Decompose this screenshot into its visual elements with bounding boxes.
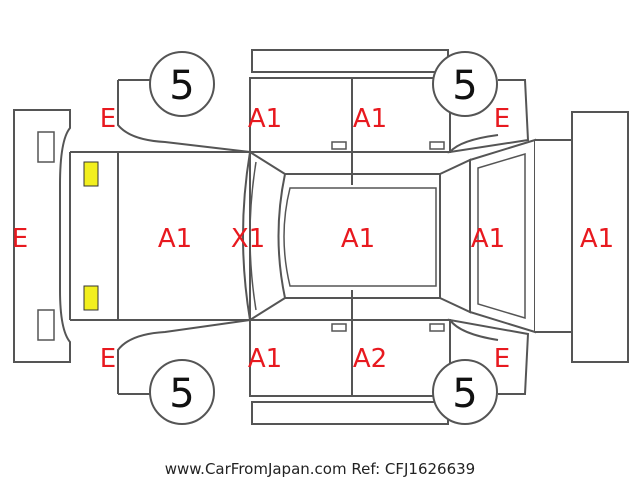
front-lamp-bottom	[83, 285, 99, 311]
top-door-handle-rear	[429, 141, 445, 150]
front-lamp-top	[83, 161, 99, 187]
code-rear-bumper: A1	[580, 224, 614, 254]
rear-bumper-panel	[571, 111, 629, 363]
rear-bumper-outline	[535, 139, 573, 333]
wheel-front-bottom-number: 5	[169, 371, 194, 417]
wheel-rear-bottom: 5	[432, 359, 498, 425]
code-front-door-bottom: A1	[248, 344, 282, 374]
bottom-running-board	[251, 401, 449, 425]
code-front-door-top: A1	[248, 104, 282, 134]
top-door-handle-front	[331, 141, 347, 150]
code-rear-door-top: A1	[353, 104, 387, 134]
wheel-rear-top-circle-icon	[432, 51, 498, 117]
wheel-front-top: 5	[149, 51, 215, 117]
wheel-rear-bottom-number: 5	[452, 371, 477, 417]
code-hood: A1	[158, 224, 192, 254]
front-bumper-outline	[13, 109, 71, 363]
front-fender-bottom-outline	[117, 319, 251, 395]
wheel-rear-top-number: 5	[452, 63, 477, 109]
wheel-front-bottom: 5	[149, 359, 215, 425]
code-front-fender-top: E	[100, 104, 116, 134]
code-back-door: A1	[471, 224, 505, 254]
code-front-fender-bottom: E	[100, 344, 116, 374]
rear-fender-bottom-outline	[447, 318, 530, 395]
code-rear-door-bottom: A2	[353, 344, 387, 374]
footer-reference: www.CarFromJapan.com Ref: CFJ1626639	[165, 460, 475, 478]
windshield-inner	[249, 161, 257, 311]
front-fender-top-outline	[117, 79, 251, 153]
wheel-rear-top: 5	[432, 51, 498, 117]
roof-inner	[283, 187, 437, 287]
front-bumper-slot-bottom	[37, 309, 55, 341]
bottom-door-handle-rear	[429, 323, 445, 332]
code-windshield: X1	[231, 224, 265, 254]
top-running-board	[251, 49, 449, 73]
front-bumper-slot-top	[37, 131, 55, 163]
rear-window-outline	[439, 158, 471, 314]
rear-fender-top-outline	[447, 79, 530, 154]
wheel-rear-bottom-circle-icon	[432, 359, 498, 425]
roof-outline	[285, 173, 441, 299]
code-rear-fender-top: E	[494, 104, 510, 134]
bottom-door-handle-front	[331, 323, 347, 332]
wheel-front-top-circle-icon	[149, 51, 215, 117]
code-front-bumper: E	[12, 224, 28, 254]
back-door-inner	[477, 152, 526, 320]
wheel-front-bottom-circle-icon	[149, 359, 215, 425]
code-roof: A1	[341, 224, 375, 254]
code-rear-fender-bottom: E	[494, 344, 510, 374]
wheel-front-top-number: 5	[169, 63, 194, 109]
